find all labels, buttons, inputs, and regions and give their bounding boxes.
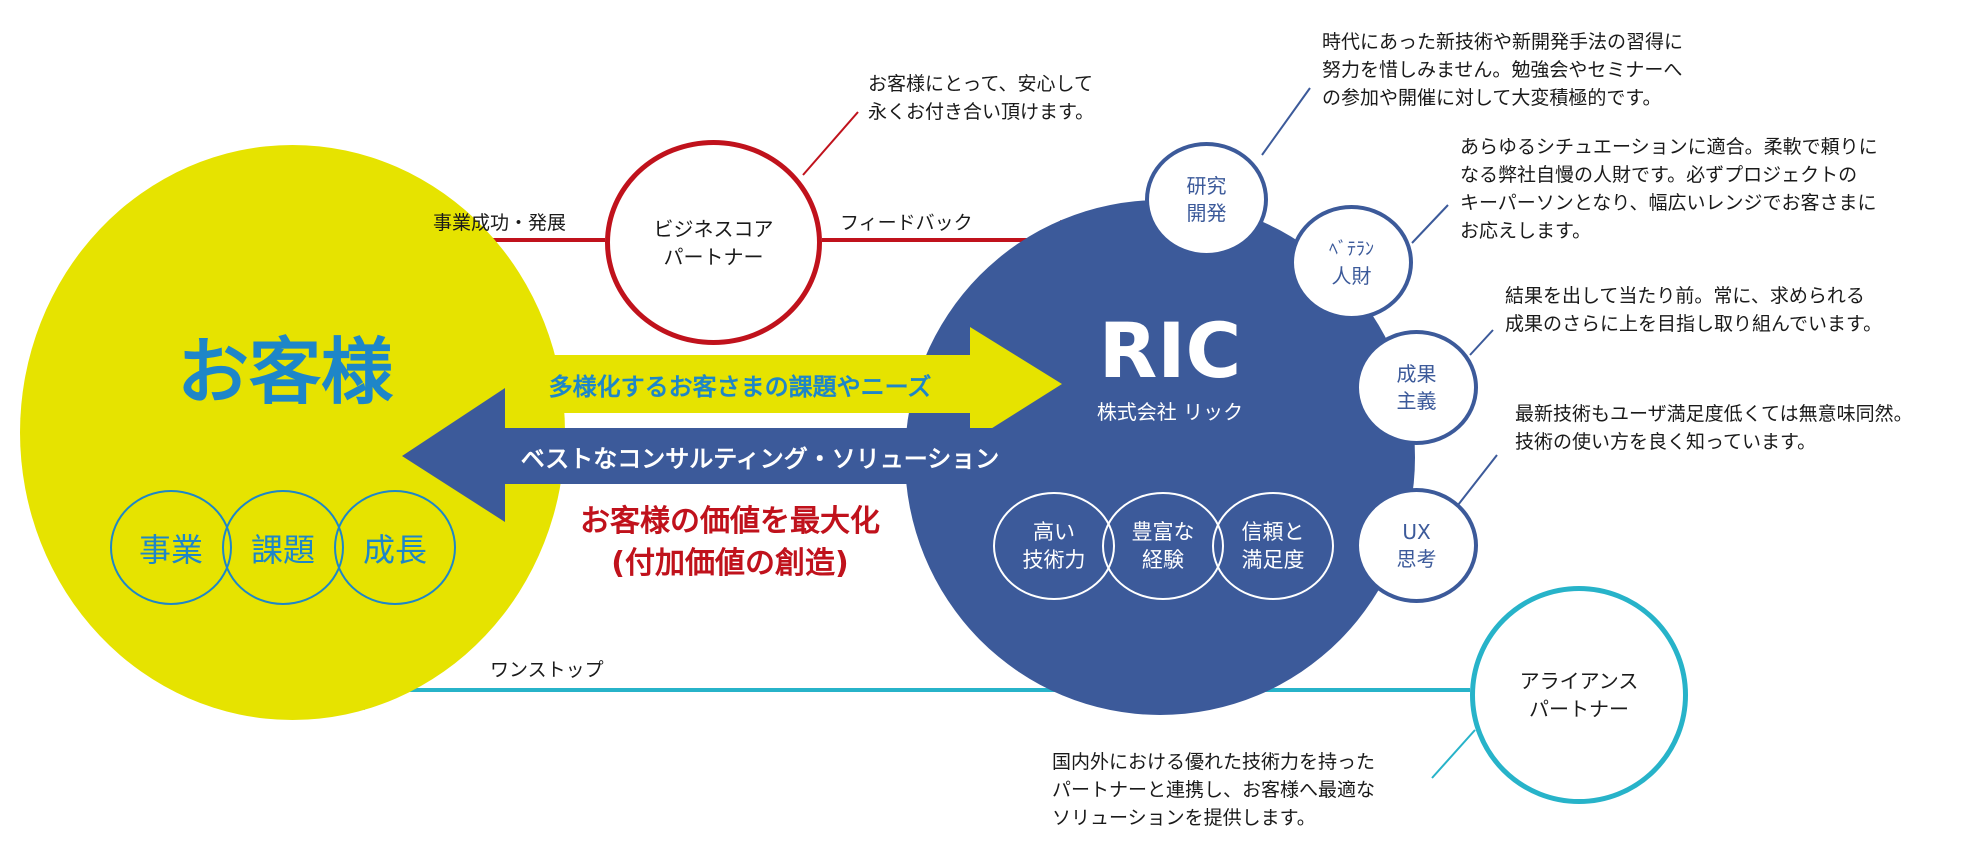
note-line: 成果のさらに上を目指し取り組んでいます。 [1505, 313, 1883, 335]
note-line: 努力を惜しみません。勉強会やセミナーへ [1322, 59, 1683, 81]
business-partner-note: お客様にとって、安心して 永くお付き合い頂けます。 [868, 70, 1094, 126]
note-line: 永くお付き合い頂けます。 [868, 101, 1095, 123]
needs-label: 多様化するお客さまの課題やニーズ [548, 372, 932, 401]
customer-circle-growth: 成長 [334, 490, 456, 605]
needs-arrow [505, 327, 1062, 442]
alliance-line1: アライアンス [1519, 669, 1639, 693]
satellite-research: 研究 開発 [1145, 142, 1268, 257]
satellite-ux: UX 思考 [1355, 488, 1478, 603]
note-line: 国内外における優れた技術力を持った [1052, 751, 1376, 773]
note-line: あらゆるシチュエーションに適合。柔軟で頼りに [1460, 136, 1878, 158]
research-note: 時代にあった新技術や新開発手法の習得に 努力を惜しみません。勉強会やセミナーへ … [1322, 28, 1683, 112]
callout-line-result [1469, 329, 1494, 356]
note-line: キーパーソンとなり、幅広いレンジでお客さまに [1460, 192, 1877, 214]
alliance-line2: パートナー [1529, 697, 1629, 721]
satellite-line1: 研究 [1186, 173, 1227, 198]
strength-line2: 技術力 [1022, 548, 1086, 572]
callout-line-research [1261, 87, 1311, 156]
value-line2: (付加価値の創造) [611, 546, 849, 581]
customer-circle-label: 成長 [362, 530, 427, 569]
onestop-label: ワンストップ [490, 659, 604, 681]
customer-circle-issue: 課題 [222, 490, 344, 605]
note-line: 技術の使い方を良く知っています。 [1515, 431, 1817, 453]
satellite-line1: 成果 [1396, 361, 1437, 386]
value-line1: お客様の価値を最大化 [580, 504, 880, 539]
alliance-partner-circle: アライアンス パートナー [1470, 586, 1688, 804]
ric-company: 株式会社 リック [1096, 399, 1244, 424]
note-line: の参加や開催に対して大変積極的です。 [1322, 87, 1662, 109]
strength-line2: 経験 [1142, 548, 1184, 572]
satellite-line1: ﾍﾞﾃﾗﾝ [1329, 238, 1374, 260]
note-line: お応えします。 [1460, 220, 1592, 242]
satellite-line2: 主義 [1396, 388, 1437, 413]
business-partner-line1: ビジネスコア [653, 216, 774, 241]
note-line: なる弊社自慢の人財です。必ずプロジェクトの [1460, 164, 1858, 186]
result-note: 結果を出して当たり前。常に、求められる 成果のさらに上を目指し取り組んでいます。 [1505, 282, 1882, 338]
note-line: 結果を出して当たり前。常に、求められる [1505, 285, 1865, 307]
strength-line1: 豊富な [1131, 520, 1195, 544]
solution-arrow [402, 388, 1020, 522]
note-line: 最新技術もユーザ満足度低くては無意味同然。 [1515, 403, 1913, 425]
alliance-note: 国内外における優れた技術力を持った パートナーと連携し、お客様へ最適な ソリュー… [1052, 748, 1375, 832]
business-partner-circle: ビジネスコア パートナー [605, 140, 822, 345]
satellite-result: 成果 主義 [1355, 330, 1478, 445]
customer-circle-label: 事業 [138, 530, 203, 569]
customer-title: お客様 [176, 329, 393, 414]
strength-line1: 信頼と [1241, 520, 1305, 544]
satellite-veteran: ﾍﾞﾃﾗﾝ 人財 [1290, 205, 1413, 320]
note-line: お客様にとって、安心して [868, 73, 1093, 95]
satellite-line1: UX [1402, 519, 1431, 544]
note-line: パートナーと連携し、お客様へ最適な [1052, 779, 1376, 801]
callout-line-alliance [1431, 729, 1476, 779]
arrow-right-label: フィードバック [840, 212, 973, 234]
strength-line2: 満足度 [1241, 548, 1305, 572]
satellite-line2: 開発 [1186, 200, 1227, 225]
note-line: ソリューションを提供します。 [1052, 807, 1316, 829]
strength-line1: 高い [1033, 520, 1075, 544]
satellite-line2: 思考 [1396, 546, 1437, 571]
note-line: 時代にあった新技術や新開発手法の習得に [1322, 31, 1684, 53]
ric-name: RIC [1098, 305, 1242, 395]
customer-circle-label: 課題 [250, 530, 315, 569]
solution-label: ベストなコンサルティング・ソリューション [520, 444, 1000, 473]
satellite-line2: 人財 [1331, 263, 1372, 288]
callout-line-ux [1457, 454, 1498, 506]
callout-line-business [802, 111, 859, 176]
ux-note: 最新技術もユーザ満足度低くては無意味同然。 技術の使い方を良く知っています。 [1515, 400, 1913, 456]
ric-strength-trust: 信頼と 満足度 [1212, 492, 1334, 600]
arrow-left-label: 事業成功・発展 [433, 212, 567, 234]
veteran-note: あらゆるシチュエーションに適合。柔軟で頼りに なる弊社自慢の人財です。必ずプロジ… [1460, 133, 1878, 245]
business-partner-line2: パートナー [663, 244, 764, 269]
callout-line-veteran [1411, 204, 1449, 244]
